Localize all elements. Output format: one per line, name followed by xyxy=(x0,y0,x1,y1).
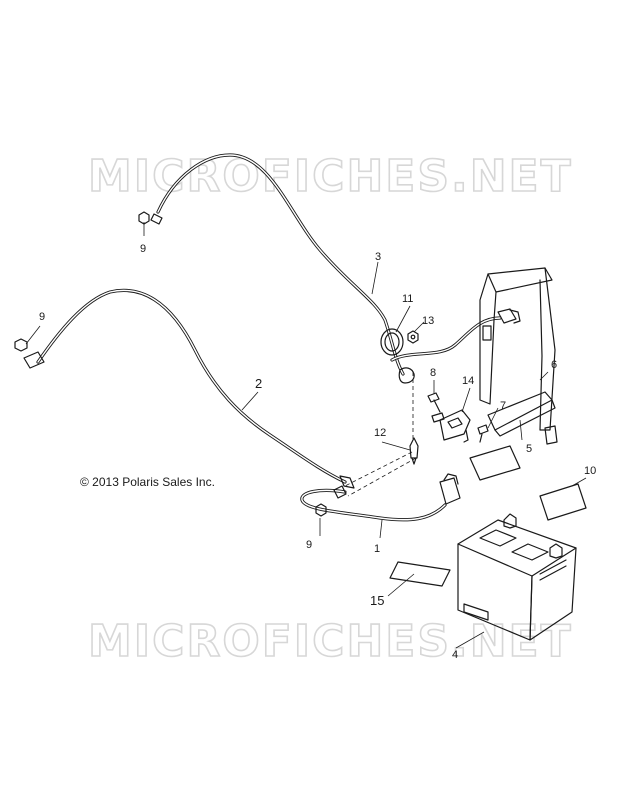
nut-part-13 xyxy=(407,330,419,344)
nut-part-9-left xyxy=(14,338,28,352)
label-plate-left xyxy=(469,445,521,481)
holddown-part-6 xyxy=(479,267,558,445)
label-part-15 xyxy=(389,561,451,587)
callout-10: 10 xyxy=(584,465,596,477)
battery-part-4 xyxy=(457,513,577,641)
callout-14: 14 xyxy=(462,375,474,387)
callout-9-top: 9 xyxy=(140,243,146,255)
callout-7: 7 xyxy=(500,400,506,412)
callout-4: 4 xyxy=(452,649,458,661)
callout-13: 13 xyxy=(422,315,434,327)
callout-11: 11 xyxy=(402,293,413,305)
copyright-text: © 2013 Polaris Sales Inc. xyxy=(80,475,215,489)
callout-3: 3 xyxy=(375,251,381,263)
callout-15: 15 xyxy=(370,593,384,608)
screw-part-7 xyxy=(477,424,489,443)
cable-part-2 xyxy=(23,288,355,489)
callouts: 1 2 3 4 5 6 7 8 9 9 9 10 11 12 13 14 15 xyxy=(39,243,596,661)
callout-6: 6 xyxy=(551,359,557,371)
label-part-10 xyxy=(539,483,587,521)
cable-part-3 xyxy=(150,153,521,384)
callout-1: 1 xyxy=(374,543,380,555)
watermark-bottom: MICROFICHES.NET xyxy=(88,616,573,667)
bracket-part-5 xyxy=(487,391,556,437)
strap-part-11 xyxy=(380,328,404,356)
watermark-top: MICROFICHES.NET xyxy=(88,151,573,202)
cable-part-1 xyxy=(300,473,461,522)
leader-lines xyxy=(25,222,587,649)
bracket-part-14 xyxy=(431,409,471,443)
callout-5: 5 xyxy=(526,443,532,455)
bolt-part-8 xyxy=(427,392,441,413)
assembly-guide-lines xyxy=(344,372,417,497)
clip-part-12 xyxy=(409,437,419,465)
callout-12: 12 xyxy=(374,427,386,439)
nut-part-9-bottom xyxy=(315,503,327,517)
nut-part-9-top xyxy=(138,211,150,225)
callout-9-bottom: 9 xyxy=(306,539,312,551)
callout-9-left: 9 xyxy=(39,311,45,323)
callout-2: 2 xyxy=(255,376,262,391)
callout-8: 8 xyxy=(430,367,436,379)
